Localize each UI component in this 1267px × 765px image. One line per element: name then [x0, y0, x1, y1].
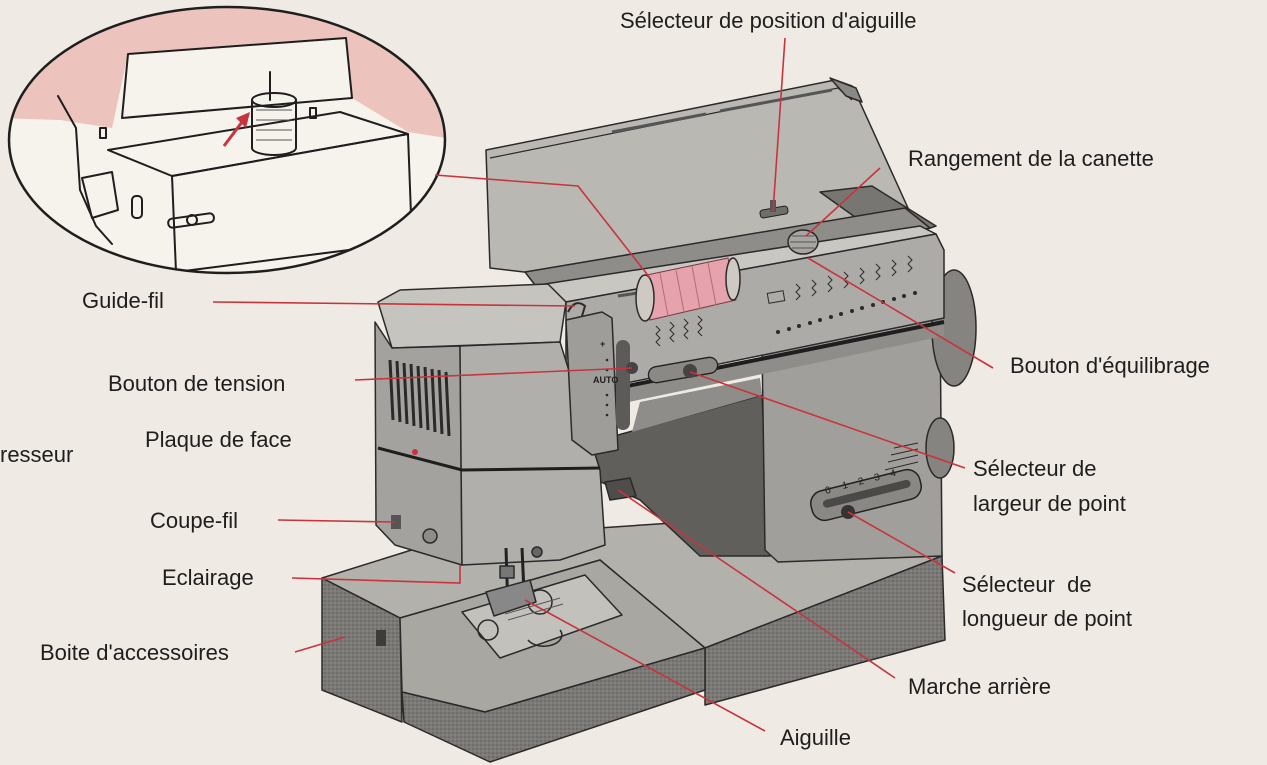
arm-underside — [632, 378, 762, 432]
stitch-length-scale: 0 1 2 3 4 — [824, 468, 897, 497]
stitch-width-selector — [647, 356, 719, 384]
leader-needle — [524, 599, 766, 732]
leader-balance-button — [807, 257, 994, 369]
stitch-panel-icon — [766, 290, 786, 304]
label-stitch-length-line2: longueur de point — [962, 606, 1132, 631]
stitch-width-knob — [683, 364, 697, 378]
face-plate — [374, 321, 463, 566]
lower-wheel — [925, 417, 955, 479]
cover-lid-slot — [611, 112, 707, 134]
thread-guide — [567, 302, 587, 317]
leader-lines — [212, 37, 994, 732]
inset-red-arrow — [222, 112, 250, 147]
reverse-button — [604, 477, 637, 501]
face-plate-marker-dot — [412, 449, 418, 455]
inset-left-lever — [81, 171, 119, 219]
leader-inset-spool — [434, 174, 651, 279]
bobbin-storage — [787, 229, 819, 255]
label-balance-button: Bouton d'équilibrage — [1010, 353, 1210, 378]
arm-lower-strip — [566, 322, 944, 408]
inset-left-edge — [57, 95, 113, 245]
free-arm-front — [401, 647, 706, 763]
head-front — [459, 341, 606, 566]
label-tension-button: Bouton de tension — [108, 371, 285, 396]
leader-stitch-length-selector — [847, 511, 956, 574]
length-scale-3: 3 — [873, 472, 881, 484]
inset-slider — [167, 212, 215, 229]
tension-auto-mark: AUTO — [593, 375, 618, 385]
head-top — [377, 283, 567, 349]
label-needle-position-selector: Sélecteur de position d'aiguille — [620, 8, 917, 33]
stitch-symbols-left — [655, 315, 703, 347]
leader-reverse — [617, 489, 896, 679]
length-scale-0: 0 — [824, 485, 832, 497]
label-thread-cutter: Coupe-fil — [150, 508, 238, 533]
leader-thread-cutter — [277, 519, 396, 523]
label-face-plate: Plaque de face — [145, 427, 292, 452]
face-plate-vents — [388, 359, 451, 437]
inset-side-knob — [131, 195, 143, 219]
inset-pink-region — [9, 7, 445, 140]
length-scale-2: 2 — [857, 476, 865, 488]
label-reverse: Marche arrière — [908, 674, 1051, 699]
inset-content — [9, 7, 445, 273]
stitch-pattern-dots — [776, 291, 917, 334]
needle-plate — [461, 574, 623, 659]
presser-foot — [485, 579, 537, 617]
tension-bracket — [565, 311, 619, 456]
inset-frame — [7, 5, 447, 275]
inset-lid — [121, 37, 353, 119]
leader-stitch-width-selector — [689, 371, 966, 469]
tension-dial-slot — [616, 340, 630, 430]
inset-detail — [7, 5, 447, 275]
accessory-box-latch — [376, 630, 386, 646]
needle-assembly — [485, 546, 543, 617]
tension-plus-mark: + — [600, 339, 605, 349]
inset-pin-left — [99, 127, 107, 139]
head-round-button — [422, 528, 438, 544]
leader-needle-position-selector — [772, 37, 786, 213]
label-needle: Aiguille — [780, 725, 851, 750]
label-accessory-box: Boite d'accessoires — [40, 640, 229, 665]
label-presser-partial: resseur — [0, 442, 73, 467]
length-scale-4: 4 — [889, 468, 897, 480]
cover-lid-hinge — [829, 77, 863, 103]
inset-pin — [309, 107, 317, 119]
thread-cutter — [391, 515, 401, 529]
sewing-machine: 0 1 2 3 4 — [321, 77, 977, 763]
leader-light — [291, 565, 461, 584]
thread-spool — [617, 257, 741, 322]
label-light: Eclairage — [162, 565, 254, 590]
leader-tension-button — [354, 367, 633, 381]
labels: Sélecteur de position d'aiguille Rangeme… — [0, 8, 1210, 750]
label-stitch-length-line1: Sélecteur de — [962, 572, 1092, 597]
label-stitch-width-line2: largeur de point — [973, 491, 1126, 516]
label-stitch-width-line1: Sélecteur de — [973, 456, 1097, 481]
length-scale-1: 1 — [841, 480, 849, 492]
cover-lid-slot — [719, 88, 833, 113]
label-thread-guide: Guide-fil — [82, 288, 164, 313]
arm-black-band — [567, 320, 945, 400]
tension-scale-dots — [605, 358, 609, 417]
stitch-length-selector — [810, 468, 922, 522]
label-bobbin-storage: Rangement de la canette — [908, 146, 1154, 171]
leader-accessory-box — [294, 636, 346, 653]
head-black-band — [377, 446, 601, 472]
accessory-box-front — [321, 577, 403, 723]
leader-bobbin-storage — [805, 167, 881, 237]
leader-thread-guide — [212, 301, 576, 307]
inset-thread-spool — [251, 71, 297, 156]
